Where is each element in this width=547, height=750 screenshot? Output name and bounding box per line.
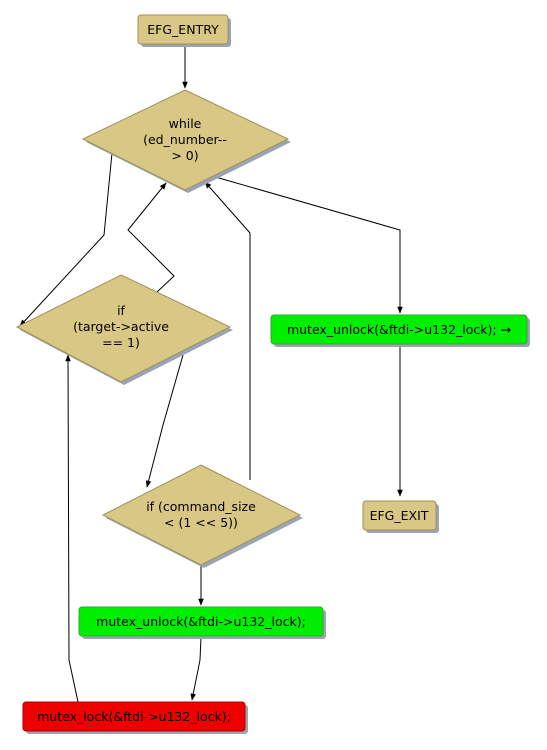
node-while-line-1: while xyxy=(169,116,202,131)
node-efg-entry-label: EFG_ENTRY xyxy=(147,22,219,37)
node-mutex-unlock-loop-label: mutex_unlock(&ftdi->u132_lock); xyxy=(96,614,306,629)
node-efg-entry[interactable]: EFG_ENTRY xyxy=(137,14,231,47)
node-efg-exit-label: EFG_EXIT xyxy=(370,508,429,523)
edges xyxy=(19,45,403,703)
edge-if-active-back-to-while xyxy=(127,182,175,293)
node-efg-exit[interactable]: EFG_EXIT xyxy=(362,500,439,533)
edge-if-active-to-if-cmd xyxy=(145,347,186,488)
node-if-command-size[interactable]: if (command_size < (1 << 5)) xyxy=(101,464,303,568)
node-if-target-active[interactable]: if (target->active == 1) xyxy=(15,274,233,385)
node-mutex-lock-label: mutex_lock(&ftdi->u132_lock); xyxy=(37,709,231,724)
node-while[interactable]: while (ed_number-- > 0) xyxy=(81,89,291,193)
node-mutex-lock[interactable]: mutex_lock(&ftdi->u132_lock); xyxy=(22,701,248,734)
node-while-line-2: (ed_number-- xyxy=(143,132,227,147)
edge-if-cmd-back-to-while xyxy=(204,181,251,480)
node-if-target-active-line-1: if xyxy=(117,303,125,318)
edge-unlock-loop-to-lock xyxy=(190,636,202,701)
edge-while-to-unlock-main xyxy=(211,175,403,314)
node-mutex-unlock-exit-path[interactable]: mutex_unlock(&ftdi->u132_lock); → xyxy=(270,314,530,347)
edge-lock-back-to-if-active xyxy=(65,354,79,703)
node-if-target-active-line-2: (target->active xyxy=(73,319,169,334)
node-mutex-unlock-exit-path-label: mutex_unlock(&ftdi->u132_lock); → xyxy=(287,322,511,337)
node-if-target-active-line-3: == 1) xyxy=(102,335,140,350)
node-while-line-3: > 0) xyxy=(171,148,198,163)
edge-while-to-if-active xyxy=(19,152,113,327)
node-if-command-size-line-1: if (command_size xyxy=(146,499,256,514)
node-if-command-size-line-2: < (1 << 5)) xyxy=(164,515,238,530)
node-mutex-unlock-loop[interactable]: mutex_unlock(&ftdi->u132_lock); xyxy=(78,606,326,639)
